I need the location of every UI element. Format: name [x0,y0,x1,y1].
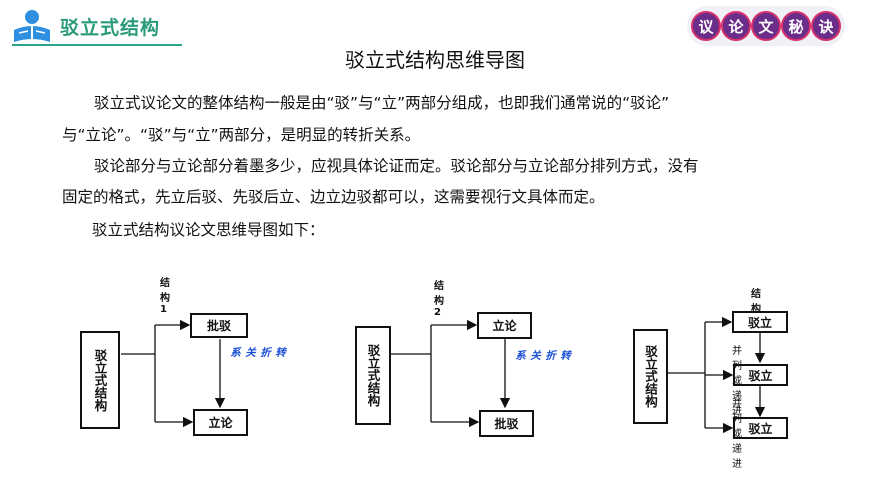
structure-2-label: 结构2 [434,281,444,318]
structure-3-relation-1: 并列或递进 [732,346,742,417]
structure-3-root-text: 驳立式结构 [643,345,658,408]
paragraph-2-line-2: 固定的格式，先立后驳、先驳后立、边立边驳都可以，这需要视行文具体而定。 [62,188,605,206]
badge-wen: 文 [751,11,781,41]
paragraph-1-line-1: 驳立式议论文的整体结构一般是由“驳”与“立”两部分组成，也即我们通常说的“驳论” [94,94,670,112]
structure-1-relation: 转折关系 [229,347,286,359]
structure-2-bottom-node: 批驳 [479,410,534,437]
badge-lun: 论 [721,11,751,41]
connector-lines [121,316,766,434]
badge-yi: 议 [691,11,721,41]
structure-1-bottom-node: 立论 [193,409,248,436]
structure-2-relation: 转折关系 [514,350,571,362]
structure-1-root-text: 驳立式结构 [92,348,108,412]
paragraph-1-line-2: 与“立论”。“驳”与“立”两部分，是明显的转折关系。 [62,126,421,144]
paragraph-3: 驳立式结构议论文思维导图如下： [92,221,325,239]
reader-book-icon [10,6,54,46]
structure-2-root-text: 驳立式结构 [365,344,381,407]
structure-1-root: 驳立式结构 [80,331,120,429]
badge-jue: 诀 [811,11,841,41]
structure-1-label: 结构1 [160,278,170,315]
title-underline [12,44,182,46]
structure-3-node-3: 驳立 [733,417,788,439]
page-title: 驳立式结构思维导图 [345,48,525,72]
structure-3-root: 驳立式结构 [633,329,668,424]
structure-3-node-2: 驳立 [733,364,788,386]
structure-2-top-node: 立论 [477,312,532,339]
badge-group: 议 论 文 秘 诀 [687,6,845,46]
structure-2-root: 驳立式结构 [355,326,391,425]
section-title: 驳立式结构 [60,16,161,39]
header-brand: 驳立式结构 [10,6,160,46]
structure-3-node-1: 驳立 [732,311,788,333]
paragraph-2-line-1: 驳论部分与立论部分着墨多少，应视具体论证而定。驳论部分与立论部分排列方式，没有 [94,157,699,175]
badge-mi: 秘 [781,11,811,41]
structure-1-top-node: 批驳 [190,313,248,338]
structure-3-relation-2: 并列或递进 [732,399,742,470]
